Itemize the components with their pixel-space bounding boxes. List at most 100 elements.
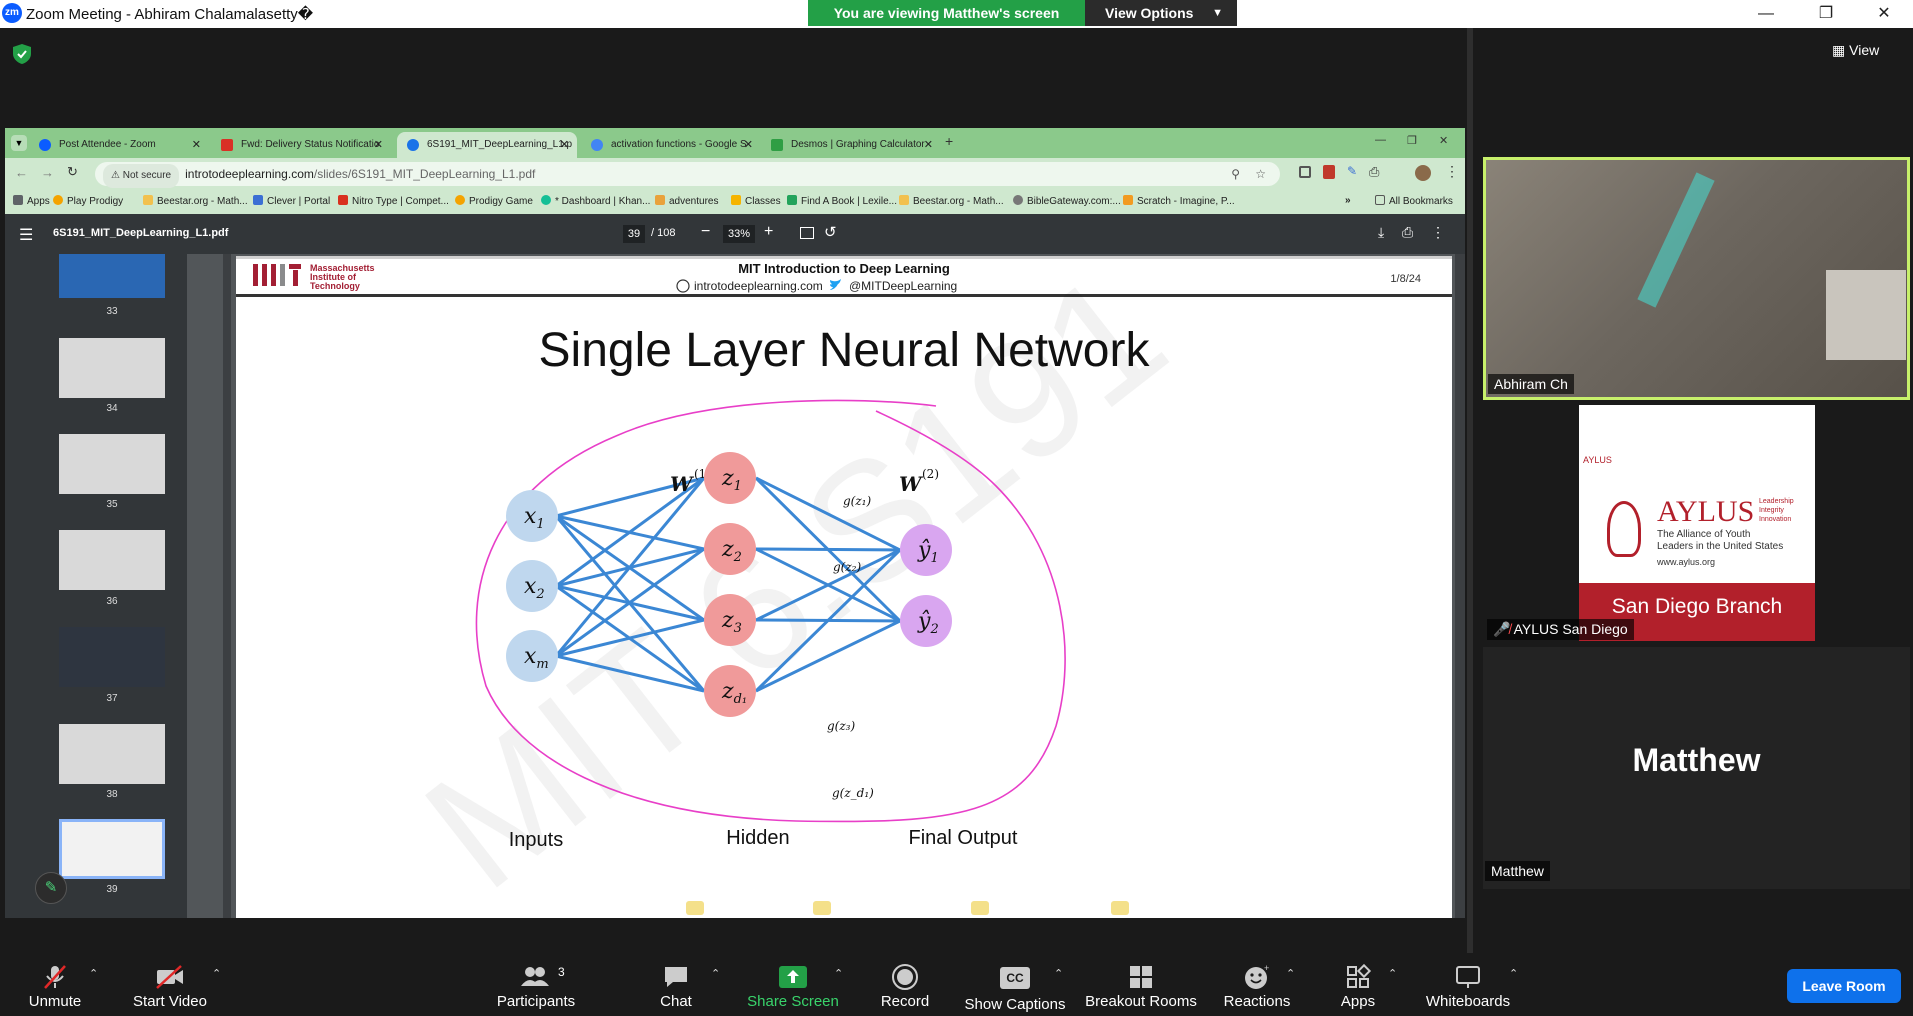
- audio-options-caret-icon[interactable]: ⌃: [89, 968, 99, 980]
- close-tab-icon[interactable]: ✕: [923, 139, 933, 151]
- page-thumbnail[interactable]: [59, 434, 165, 494]
- leave-room-button[interactable]: Leave Room: [1787, 969, 1901, 1003]
- apps-button[interactable]: Apps: [1303, 953, 1413, 1016]
- aylus-site: www.aylus.org: [1657, 557, 1716, 567]
- tab-desmos[interactable]: Desmos | Graphing Calculator ✕: [761, 132, 941, 158]
- zoom-logo-icon: zm: [2, 3, 22, 23]
- unmute-button[interactable]: Unmute: [0, 953, 110, 1016]
- kebab-menu-icon[interactable]: ⋮: [1445, 163, 1459, 179]
- browser-minimize-icon[interactable]: —: [1375, 134, 1386, 146]
- bookmark-khan[interactable]: * Dashboard | Khan...: [541, 195, 650, 207]
- lexile-icon: [787, 195, 797, 205]
- tab-fwd-delivery[interactable]: Fwd: Delivery Status Notificatio ✕: [211, 132, 391, 158]
- aylus-tagline: The Alliance of Youth Leaders in the Uni…: [1657, 529, 1784, 552]
- encryption-shield-icon[interactable]: [13, 44, 31, 64]
- forward-icon[interactable]: →: [41, 165, 54, 180]
- close-tab-icon[interactable]: ✕: [191, 139, 201, 151]
- new-tab-icon[interactable]: +: [945, 133, 954, 149]
- bookmark-apps[interactable]: Apps: [13, 195, 50, 207]
- adblock-icon[interactable]: [1323, 165, 1335, 179]
- reactions-options-caret-icon[interactable]: ⌃: [1286, 968, 1296, 980]
- panel-divider[interactable]: [1467, 28, 1473, 953]
- bookmark-biblegateway[interactable]: BibleGateway.com:...: [1013, 195, 1121, 207]
- bookmark-lexile[interactable]: Find A Book | Lexile...: [787, 195, 897, 207]
- zoom-in-icon[interactable]: +: [764, 223, 774, 240]
- show-captions-button[interactable]: CC Show Captions: [960, 953, 1070, 1016]
- tab-pdf[interactable]: 6S191_MIT_DeepLearning_L1.p ✕: [397, 132, 577, 158]
- print-icon[interactable]: ⎙: [1402, 224, 1414, 240]
- video-tile-matthew[interactable]: Matthew Matthew: [1483, 647, 1910, 889]
- zoom-lens-icon[interactable]: ⚲: [1231, 167, 1240, 181]
- chat-options-caret-icon[interactable]: ⌃: [711, 968, 721, 980]
- close-tab-icon[interactable]: ✕: [373, 139, 383, 151]
- record-button[interactable]: Record: [850, 953, 960, 1016]
- bookmark-scratch[interactable]: Scratch - Imagine, P...: [1123, 195, 1235, 207]
- breakout-rooms-button[interactable]: Breakout Rooms: [1081, 953, 1201, 1016]
- page-thumbnail[interactable]: [59, 338, 165, 398]
- back-icon[interactable]: ←: [15, 165, 28, 180]
- page-thumbnail[interactable]: [59, 530, 165, 590]
- hamburger-menu-icon[interactable]: ☰: [19, 227, 34, 244]
- puzzle-icon[interactable]: ⎙: [1369, 164, 1380, 179]
- close-tab-icon[interactable]: ✕: [559, 139, 569, 151]
- close-icon[interactable]: ✕: [1877, 5, 1891, 22]
- zoom-level-input[interactable]: 33%: [723, 225, 755, 243]
- view-button[interactable]: ▦ View: [1832, 42, 1879, 59]
- more-bookmarks-icon[interactable]: »: [1345, 195, 1351, 206]
- page-number-input[interactable]: 39: [623, 225, 645, 243]
- page-thumbnail[interactable]: [59, 254, 165, 298]
- page-thumbnail[interactable]: [59, 627, 165, 687]
- participants-button[interactable]: Participants: [481, 953, 591, 1016]
- video-options-caret-icon[interactable]: ⌃: [212, 968, 222, 980]
- view-options-button[interactable]: View Options ▼: [1085, 0, 1237, 26]
- close-tab-icon[interactable]: ✕: [743, 139, 753, 151]
- zoom-out-icon[interactable]: −: [701, 223, 711, 240]
- apps-options-caret-icon[interactable]: ⌃: [1388, 968, 1398, 980]
- extension-icon[interactable]: [1299, 166, 1311, 178]
- browser-close-icon[interactable]: ✕: [1439, 135, 1449, 147]
- fit-page-icon[interactable]: [800, 227, 814, 239]
- captions-options-caret-icon[interactable]: ⌃: [1054, 968, 1064, 980]
- biblegateway-icon: [1013, 195, 1023, 205]
- bookmark-classes[interactable]: Classes: [731, 195, 781, 207]
- bookmark-prodigy-game[interactable]: Prodigy Game: [455, 195, 533, 207]
- bookmark-beestar-2[interactable]: Beestar.org - Math...: [899, 195, 1004, 207]
- pen-extension-icon[interactable]: ✎: [1347, 164, 1358, 178]
- video-tile-abhiram[interactable]: Abhiram Ch: [1483, 157, 1910, 400]
- reload-icon[interactable]: ↻: [67, 164, 78, 179]
- bookmark-beestar-1[interactable]: Beestar.org - Math...: [143, 195, 248, 207]
- tab-search-icon[interactable]: ▼: [11, 135, 27, 151]
- bookmark-star-icon[interactable]: ☆: [1255, 167, 1266, 181]
- rotate-icon[interactable]: ↺: [824, 224, 837, 241]
- mit-logo-icon: [253, 264, 301, 286]
- reactions-button[interactable]: + Reactions: [1202, 953, 1312, 1016]
- bookmark-adventures[interactable]: adventures: [655, 195, 718, 207]
- share-options-caret-icon[interactable]: ⌃: [834, 968, 844, 980]
- tab-post-attendee[interactable]: Post Attendee - Zoom ✕: [29, 132, 209, 158]
- page-thumbnail[interactable]: [59, 724, 165, 784]
- whiteboards-button[interactable]: Whiteboards: [1413, 953, 1523, 1016]
- minimize-icon[interactable]: —: [1758, 5, 1774, 22]
- tab-google-search[interactable]: activation functions - Google S ✕: [581, 132, 761, 158]
- bookmark-clever[interactable]: Clever | Portal: [253, 195, 330, 207]
- page-thumbnail-active[interactable]: [59, 819, 165, 879]
- all-bookmarks[interactable]: All Bookmarks: [1375, 195, 1453, 207]
- bookmark-nitro-type[interactable]: Nitro Type | Compet...: [338, 195, 449, 207]
- video-tile-aylus[interactable]: AYLUS AYLUS Leadership Integrity Innovat…: [1579, 405, 1815, 641]
- pdf-more-icon[interactable]: ⋮: [1431, 224, 1445, 240]
- browser-restore-icon[interactable]: ❐: [1407, 135, 1417, 147]
- start-video-button[interactable]: Start Video: [115, 953, 225, 1016]
- thumbnail-scrollbar[interactable]: [223, 254, 231, 918]
- profile-avatar-icon[interactable]: [1415, 165, 1431, 181]
- chat-button[interactable]: Chat: [621, 953, 731, 1016]
- not-secure-badge[interactable]: ⚠ Not secure: [103, 164, 180, 188]
- annotate-pen-icon[interactable]: ✎: [35, 872, 67, 904]
- share-screen-button[interactable]: Share Screen: [738, 953, 848, 1016]
- page-scrollbar[interactable]: [1455, 254, 1465, 918]
- bookmark-play-prodigy[interactable]: Play Prodigy: [53, 195, 123, 207]
- download-icon[interactable]: ⤓: [1378, 224, 1385, 240]
- whiteboards-options-caret-icon[interactable]: ⌃: [1509, 968, 1519, 980]
- restore-icon[interactable]: ❐: [1818, 5, 1834, 22]
